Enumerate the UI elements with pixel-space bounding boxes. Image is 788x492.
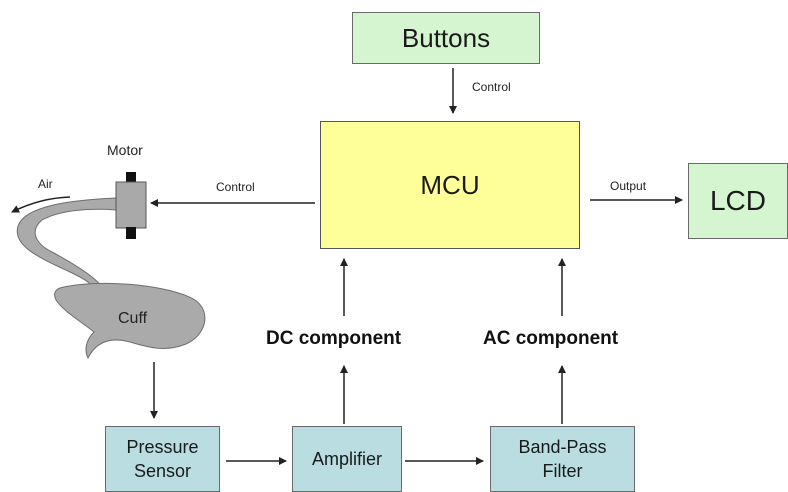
control-label-motor: Control [216, 180, 255, 194]
pressure-sensor-block: Pressure Sensor [105, 426, 220, 492]
cuff-shape [54, 282, 206, 360]
motor-label: Motor [107, 142, 143, 158]
motor-body [115, 181, 147, 229]
buttons-block: Buttons [352, 12, 540, 64]
ac-component-label: AC component [483, 328, 619, 349]
amplifier-block: Amplifier [292, 426, 402, 492]
mcu-label: MCU [420, 169, 480, 200]
pressure-sensor-label-1: Pressure [126, 437, 199, 457]
buttons-label: Buttons [401, 22, 491, 53]
dc-component-label: DC component [266, 328, 402, 349]
air-arrow [11, 196, 71, 213]
lcd-label: LCD [709, 185, 766, 216]
bandpass-label-1: Band-Pass [518, 437, 607, 457]
mcu-block: MCU [320, 121, 580, 249]
cuff-label: Cuff [118, 310, 148, 327]
motor-cap-top [126, 172, 136, 184]
lcd-block: LCD [688, 163, 788, 239]
pressure-sensor-label-2: Sensor [133, 461, 192, 481]
control-label-buttons: Control [472, 80, 511, 94]
output-label: Output [610, 179, 647, 193]
air-hose [16, 197, 117, 291]
air-label: Air [38, 177, 53, 191]
amplifier-label: Amplifier [311, 448, 382, 469]
bandpass-label-2: Filter [542, 461, 583, 481]
bandpass-filter-block: Band-Pass Filter [490, 426, 635, 492]
motor-cap-bottom [126, 227, 136, 239]
